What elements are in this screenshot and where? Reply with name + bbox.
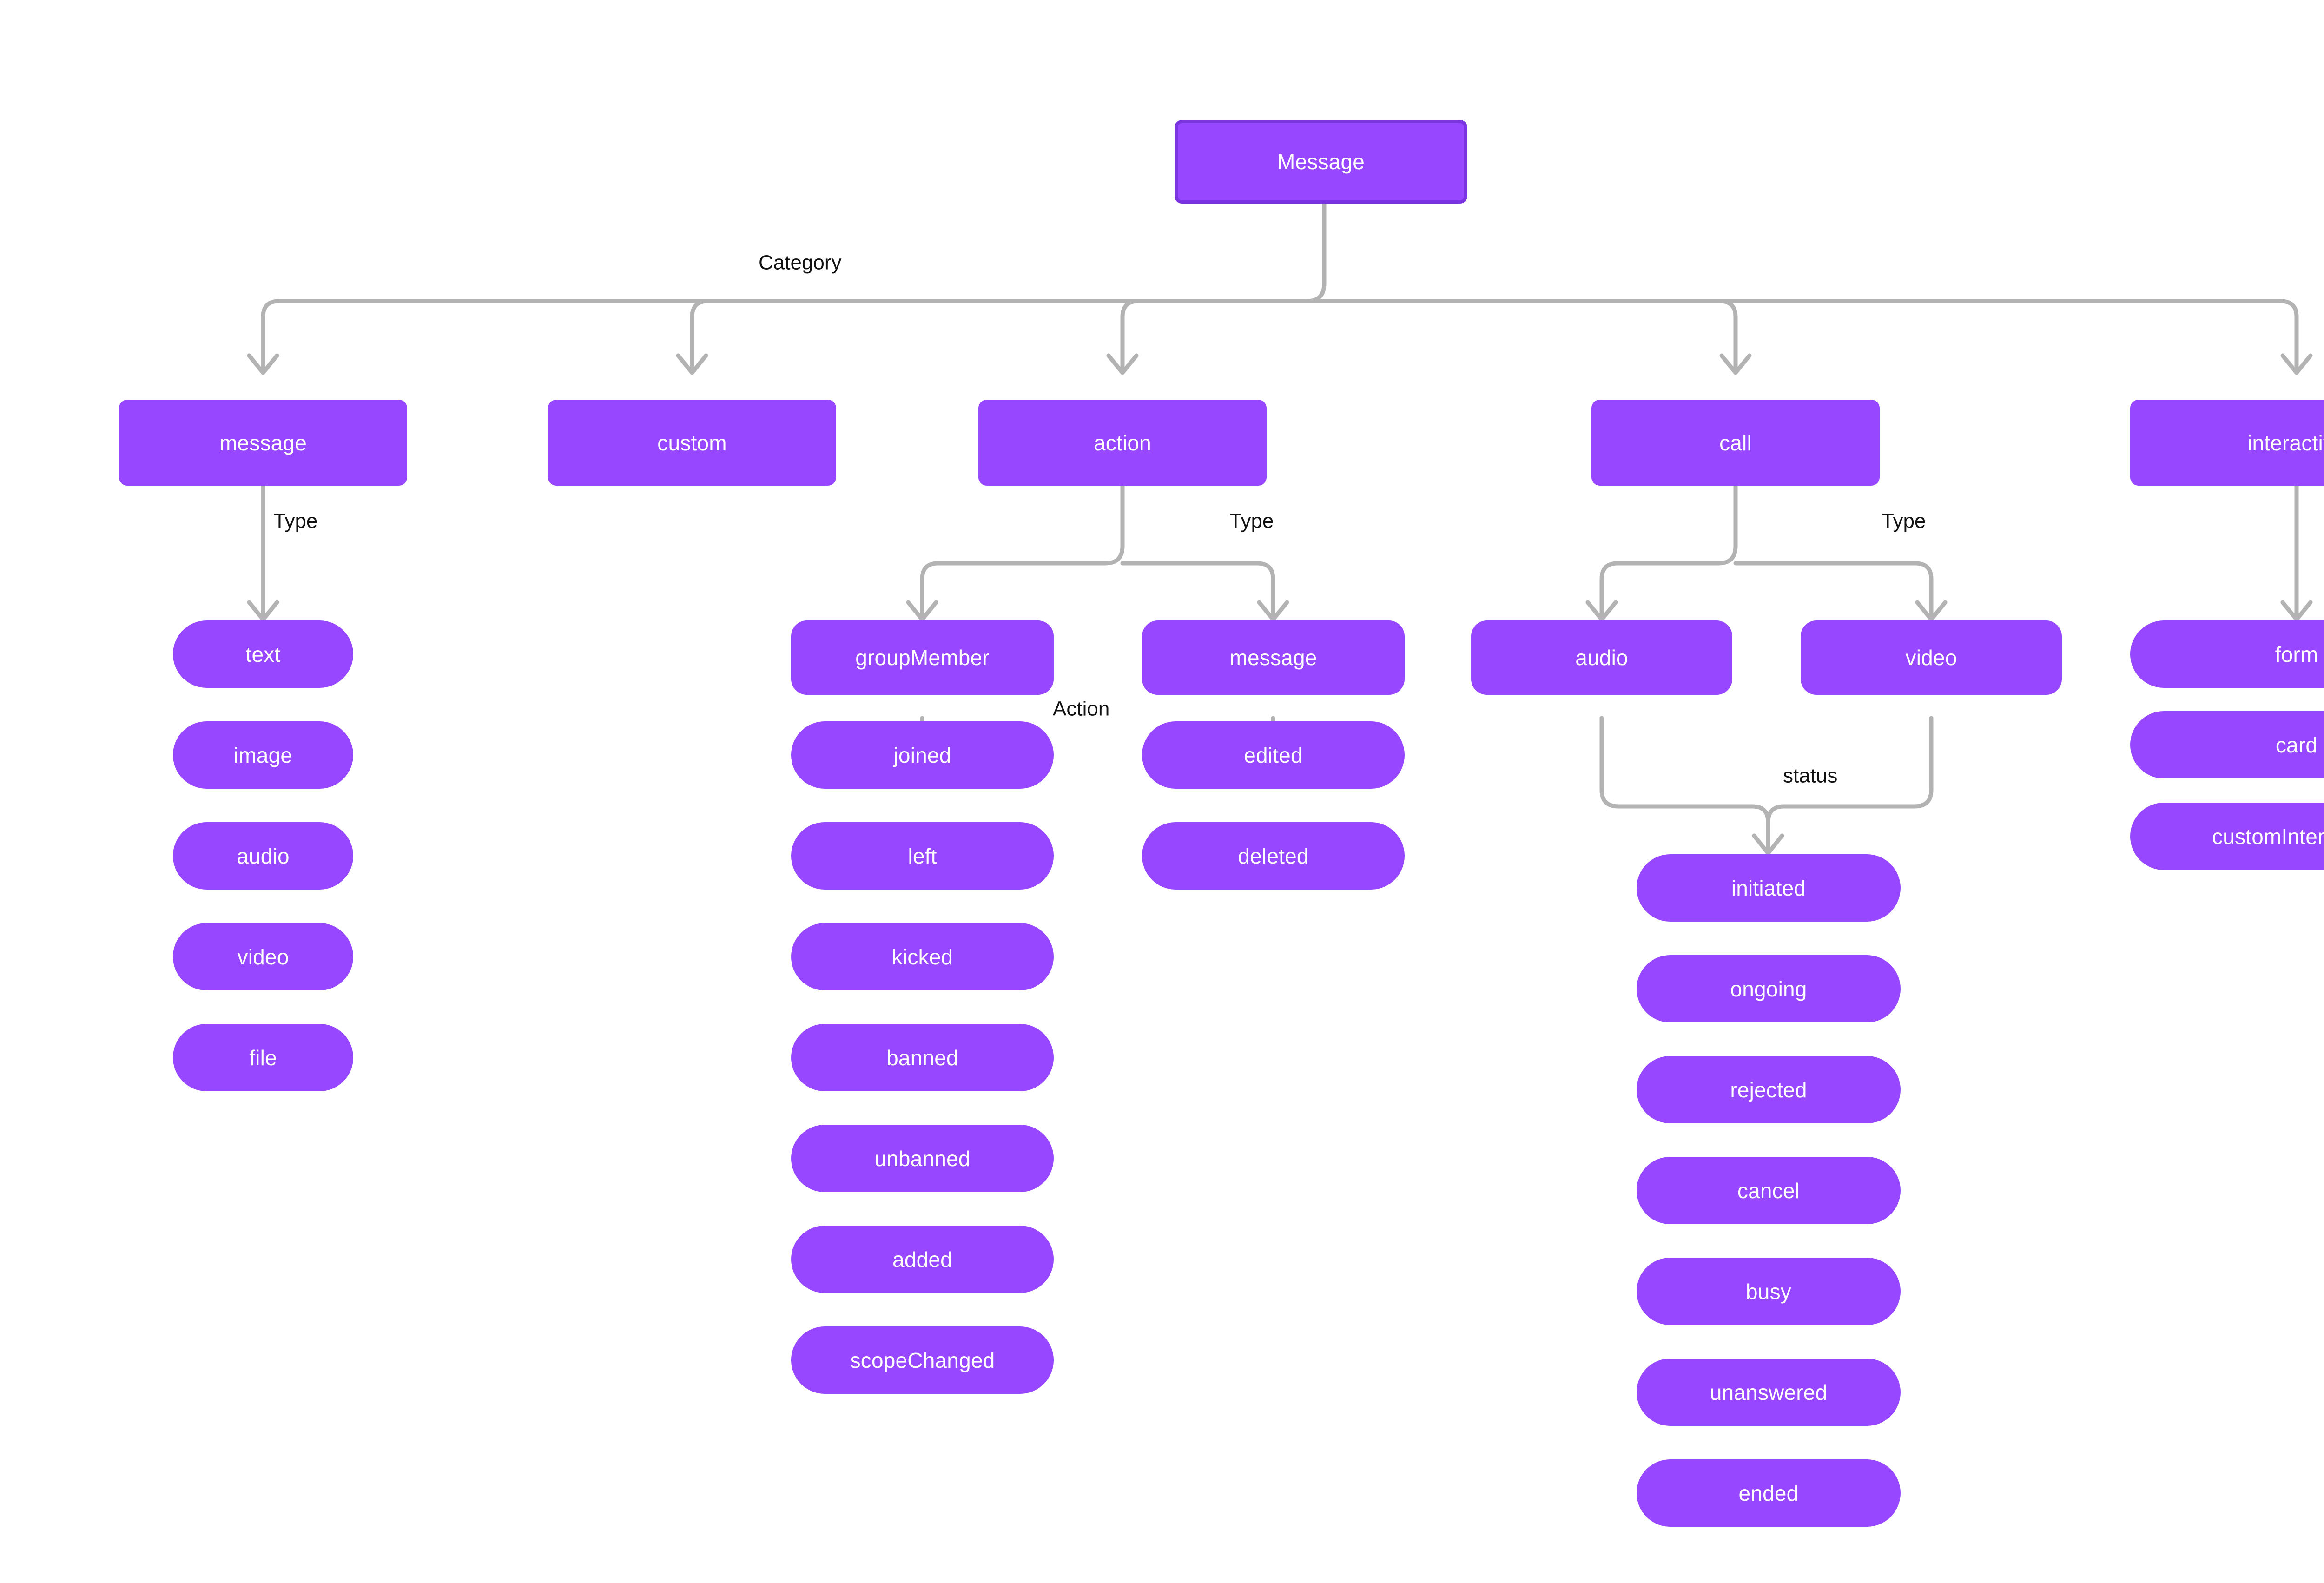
node-category-message[interactable]: message	[119, 400, 407, 486]
edge-trunk-action	[1120, 299, 1327, 374]
node-label: unbanned	[874, 1146, 971, 1171]
node-label: call	[1719, 430, 1752, 455]
node-call-status-cancel[interactable]: cancel	[1637, 1157, 1901, 1224]
node-groupmember-action-joined[interactable]: joined	[791, 721, 1054, 789]
node-call-status-busy[interactable]: busy	[1637, 1258, 1901, 1325]
node-label: kicked	[891, 944, 953, 969]
node-message-action-edited[interactable]: edited	[1142, 721, 1405, 789]
node-category-interactive[interactable]: interactive	[2130, 400, 2324, 486]
node-call-type-audio[interactable]: audio	[1471, 620, 1732, 695]
node-label: customInteractive	[2212, 824, 2324, 849]
node-label: left	[908, 844, 937, 868]
node-call-status-initiated[interactable]: initiated	[1637, 854, 1901, 922]
node-interactive-type-form[interactable]: form	[2130, 620, 2324, 688]
edge-label-status: status	[1783, 765, 1837, 787]
node-groupmember-action-left[interactable]: left	[791, 822, 1054, 890]
node-label: text	[245, 642, 281, 666]
node-label: cancel	[1737, 1178, 1800, 1203]
arrowhead-groupmember	[906, 600, 938, 622]
node-message-type-text[interactable]: text	[173, 620, 353, 688]
edge-label-type-call: Type	[1882, 510, 1926, 533]
node-root-message[interactable]: Message	[1175, 120, 1467, 204]
node-label: video	[237, 944, 289, 969]
node-label: groupMember	[855, 646, 990, 670]
arrowhead-call-audio	[1585, 600, 1618, 622]
edge-action-message	[1120, 561, 1275, 620]
arrowhead-status	[1752, 833, 1784, 856]
node-interactive-type-custominteractive[interactable]: customInteractive	[2130, 803, 2324, 870]
node-label: Message	[1277, 150, 1365, 174]
node-label: file	[249, 1045, 277, 1070]
node-label: action	[1094, 430, 1151, 455]
node-message-action-deleted[interactable]: deleted	[1142, 822, 1405, 890]
node-category-custom[interactable]: custom	[548, 400, 836, 486]
node-call-type-video[interactable]: video	[1801, 620, 2062, 695]
node-label: added	[892, 1247, 952, 1272]
arrowhead-call-video	[1915, 600, 1948, 622]
node-interactive-type-card[interactable]: card	[2130, 711, 2324, 778]
arrowhead-form	[2280, 600, 2313, 622]
edge-trunk-custom	[690, 299, 1327, 374]
edge-trunk-call	[1322, 299, 1738, 374]
arrowhead-interactive	[2280, 353, 2313, 375]
node-label: rejected	[1730, 1077, 1807, 1102]
node-label: edited	[1244, 743, 1303, 767]
node-label: ended	[1738, 1481, 1799, 1505]
arrowhead-action-message	[1257, 600, 1289, 622]
node-label: card	[2275, 732, 2318, 757]
node-groupmember-action-banned[interactable]: banned	[791, 1024, 1054, 1091]
node-label: unanswered	[1710, 1380, 1828, 1405]
edge-audio-merge	[1599, 716, 1770, 854]
node-label: message	[1229, 646, 1317, 670]
node-label: interactive	[2247, 430, 2324, 455]
node-message-type-audio[interactable]: audio	[173, 822, 353, 890]
edge-video-merge	[1766, 716, 1934, 854]
node-groupmember-action-added[interactable]: added	[791, 1226, 1054, 1293]
edge-root-trunk	[261, 201, 1327, 374]
node-label: image	[233, 743, 293, 767]
node-groupmember-action-scopechanged[interactable]: scopeChanged	[791, 1326, 1054, 1394]
node-label: scopeChanged	[850, 1348, 995, 1372]
edge-label-category: Category	[759, 251, 842, 274]
node-label: banned	[886, 1045, 958, 1070]
edge-action-split	[920, 483, 1125, 620]
node-action-type-message[interactable]: message	[1142, 620, 1405, 695]
node-category-action[interactable]: action	[978, 400, 1267, 486]
edge-trunk-interactive	[1322, 299, 2299, 374]
edge-call-video	[1733, 561, 1934, 620]
node-label: message	[219, 430, 307, 455]
node-label: joined	[893, 743, 951, 767]
node-action-type-groupmember[interactable]: groupMember	[791, 620, 1054, 695]
node-label: busy	[1746, 1279, 1791, 1304]
arrowhead-text	[247, 600, 279, 622]
node-groupmember-action-kicked[interactable]: kicked	[791, 923, 1054, 990]
node-category-call[interactable]: call	[1591, 400, 1880, 486]
node-call-status-ended[interactable]: ended	[1637, 1459, 1901, 1527]
node-label: audio	[237, 844, 290, 868]
node-message-type-image[interactable]: image	[173, 721, 353, 789]
arrowhead-call	[1719, 353, 1752, 375]
arrowhead-message	[247, 353, 279, 375]
node-message-type-file[interactable]: file	[173, 1024, 353, 1091]
node-label: video	[1905, 646, 1957, 670]
edge-label-type-message: Type	[273, 510, 317, 533]
node-label: deleted	[1238, 844, 1309, 868]
edge-label-action: Action	[1053, 698, 1109, 720]
node-label: form	[2275, 642, 2318, 666]
node-label: ongoing	[1730, 976, 1807, 1001]
arrowhead-custom	[676, 353, 708, 375]
node-call-status-unanswered[interactable]: unanswered	[1637, 1359, 1901, 1426]
node-call-status-ongoing[interactable]: ongoing	[1637, 955, 1901, 1022]
node-call-status-rejected[interactable]: rejected	[1637, 1056, 1901, 1123]
node-message-type-video[interactable]: video	[173, 923, 353, 990]
edge-call-split	[1599, 483, 1738, 620]
node-label: audio	[1575, 646, 1628, 670]
node-label: custom	[657, 430, 727, 455]
node-groupmember-action-unbanned[interactable]: unbanned	[791, 1125, 1054, 1192]
arrowhead-action	[1106, 353, 1139, 375]
edge-label-type-action: Type	[1229, 510, 1274, 533]
node-label: initiated	[1731, 876, 1806, 900]
